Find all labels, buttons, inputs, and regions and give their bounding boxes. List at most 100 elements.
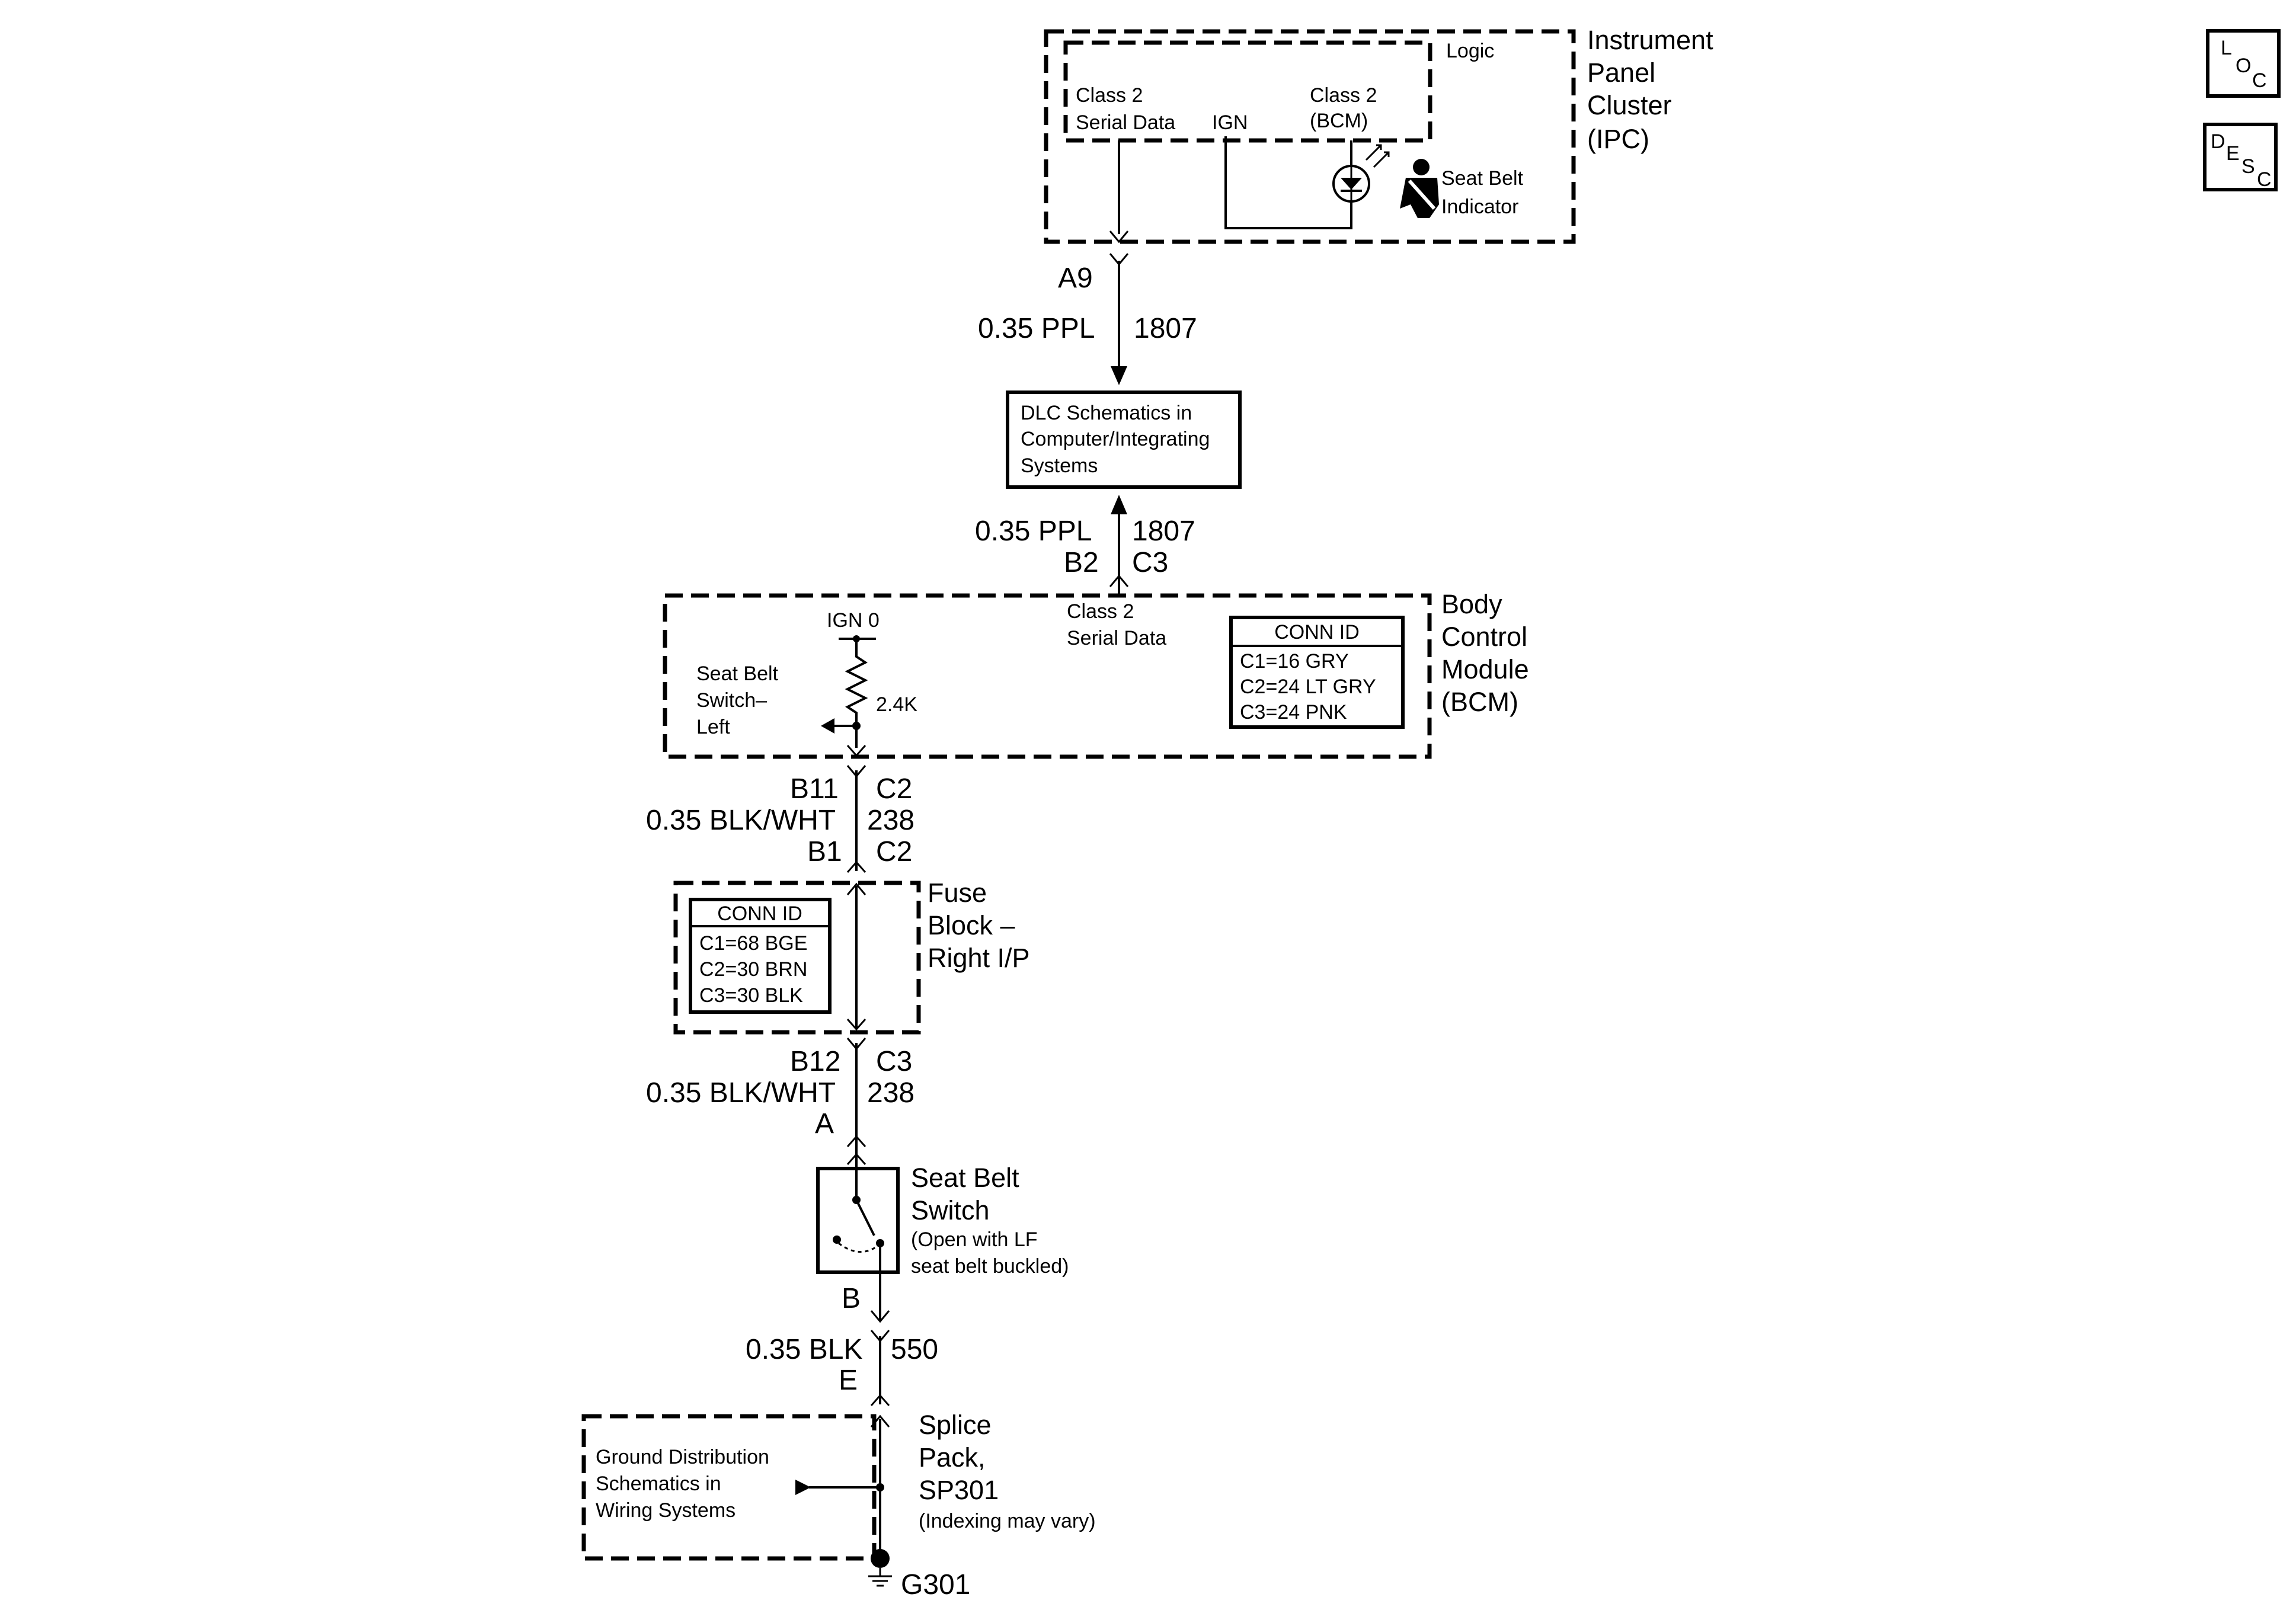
- connector-c3-label: C3: [1132, 547, 1168, 578]
- seat-belt-switch-name-line1: Seat Belt: [911, 1163, 1019, 1193]
- ipc-bcm-label: (BCM): [1310, 110, 1368, 132]
- connector-e-icon: [870, 1394, 890, 1406]
- seat-belt-switch-left-label2: Switch–: [696, 689, 767, 712]
- ign0-label: IGN 0: [827, 609, 880, 632]
- wire-fuse-switch: B12 C3 0.35 BLK/WHT 238 A: [646, 1038, 914, 1170]
- bcm-name-line3: Module: [1441, 654, 1529, 684]
- ipc-name-line3: Cluster: [1587, 90, 1672, 120]
- splice-pack-name-line1: Splice: [919, 1410, 992, 1440]
- ipc-ign-label: IGN: [1212, 111, 1248, 134]
- seat-belt-person-icon: [1400, 159, 1439, 218]
- arrow-left-icon: [821, 718, 834, 734]
- splice-arrow-up-icon: [870, 1414, 890, 1427]
- wire-ipc-dlc: A9 0.35 PPL 1807: [978, 253, 1197, 385]
- ground-node-icon: [871, 1549, 890, 1568]
- resistor-value-label: 2.4K: [876, 693, 917, 716]
- resistor-icon: [845, 639, 868, 748]
- conn-id-title: CONN ID: [1274, 621, 1360, 644]
- desc-letter-e: E: [2226, 142, 2240, 165]
- arrow-down-icon: [1111, 366, 1127, 385]
- splice-pack: Ground Distribution Schematics in Wiring…: [581, 1410, 1096, 1561]
- arrow-right-icon: [795, 1480, 811, 1495]
- fuse-block-name-line2: Block –: [928, 910, 1015, 940]
- ipc-module: Logic Class 2 Serial Data IGN Class 2 (B…: [1044, 25, 1713, 244]
- ipc-logic-label: Logic: [1446, 40, 1494, 62]
- wire-bcm-fuse: B11 C2 0.35 BLK/WHT 238 B1 C2: [646, 765, 914, 873]
- seat-belt-switch-left-label1: Seat Belt: [696, 662, 779, 685]
- loc-letter-c: C: [2252, 69, 2267, 92]
- ground-label: G301: [901, 1569, 970, 1601]
- ipc-arrow-down-icon: [1109, 231, 1129, 244]
- connector-b1-icon: [846, 860, 866, 873]
- seat-belt-indicator-label2: Indicator: [1441, 196, 1518, 218]
- fuse-block-name-line3: Right I/P: [928, 943, 1030, 973]
- pin-a-label: A: [815, 1108, 834, 1140]
- ipc-name-line4: (IPC): [1587, 124, 1649, 154]
- bcm-class2-label: Class 2: [1067, 600, 1134, 623]
- conn-id-row: C1=68 BGE: [699, 932, 807, 955]
- desc-letter-d: D: [2211, 130, 2225, 153]
- splice-pack-note: (Indexing may vary): [919, 1510, 1096, 1532]
- bcm-name-line2: Control: [1441, 622, 1527, 652]
- pin-e-label: E: [839, 1365, 858, 1396]
- bcm-name-line1: Body: [1441, 589, 1502, 619]
- ipc-name-line2: Panel: [1587, 57, 1655, 88]
- switch-arrow-up-icon: [846, 1153, 866, 1165]
- bcm-name-line4: (BCM): [1441, 687, 1518, 717]
- ground-ref-label2: Schematics in: [596, 1473, 721, 1495]
- arrow-up-icon: [1111, 495, 1127, 514]
- switch-contact-icon: [855, 1199, 875, 1236]
- fuse-conn-id-table: CONN ID C1=68 BGE C2=30 BRN C3=30 BLK: [689, 898, 832, 1014]
- seat-belt-switch-note-line1: (Open with LF: [911, 1228, 1038, 1251]
- led-icon: [1332, 144, 1390, 203]
- fuse-arrow-up-icon: [846, 882, 866, 895]
- ipc-class2-bcm-label: Class 2: [1310, 84, 1377, 107]
- connector-c3-label: C3: [876, 1046, 912, 1077]
- seat-belt-indicator-label1: Seat Belt: [1441, 167, 1524, 190]
- wire-gauge-label: 0.35 BLK/WHT: [646, 805, 836, 836]
- dlc-reference-box[interactable]: DLC Schematics in Computer/Integrating S…: [1006, 391, 1242, 489]
- desc-button[interactable]: D E S C: [2203, 123, 2278, 191]
- ipc-name-line1: Instrument: [1587, 25, 1713, 55]
- splice-pack-name-line3: SP301: [919, 1475, 999, 1505]
- circuit-number-label: 550: [891, 1334, 938, 1365]
- connector-c2-label: C2: [876, 773, 912, 805]
- bcm-module: Class 2 Serial Data Body Control Module …: [663, 589, 1529, 759]
- bcm-arrow-down-icon: [846, 745, 866, 757]
- conn-id-row: C2=24 LT GRY: [1240, 676, 1376, 698]
- connector-b2-icon: [1109, 574, 1129, 587]
- loc-letter-l: L: [2221, 37, 2232, 59]
- pin-b1-label: B1: [807, 836, 842, 868]
- conn-id-row: C1=16 GRY: [1240, 650, 1349, 673]
- bcm-conn-id-table: CONN ID C1=16 GRY C2=24 LT GRY C3=24 PNK: [1229, 616, 1405, 729]
- pin-a9-label: A9: [1058, 263, 1093, 294]
- loc-button[interactable]: L O C: [2206, 29, 2281, 98]
- fuse-block: Fuse Block – Right I/P CONN ID C1=68 BGE…: [673, 878, 1030, 1035]
- conn-id-row: C3=24 PNK: [1240, 701, 1347, 724]
- pin-b2-label: B2: [1064, 547, 1099, 578]
- conn-id-title: CONN ID: [717, 902, 802, 925]
- ground-ref-label1: Ground Distribution: [596, 1446, 769, 1468]
- desc-letter-s: S: [2241, 155, 2255, 178]
- wire-switch-splice: 0.35 BLK 550 E: [746, 1330, 938, 1406]
- desc-letter-c2: C: [2257, 168, 2272, 191]
- dlc-text-line3: Systems: [1021, 454, 1098, 477]
- ipc-serial-data-label: Serial Data: [1076, 111, 1175, 134]
- dlc-text-line2: Computer/Integrating: [1021, 428, 1210, 450]
- pin-b12-label: B12: [790, 1046, 840, 1077]
- seat-belt-switch-left-label3: Left: [696, 716, 730, 738]
- dlc-text-line1: DLC Schematics in: [1021, 402, 1192, 424]
- conn-id-row: C2=30 BRN: [699, 958, 807, 981]
- fuse-arrow-down-icon: [846, 1019, 866, 1031]
- ipc-class2-label: Class 2: [1076, 84, 1143, 107]
- connector-a-icon: [846, 1135, 866, 1147]
- seat-belt-switch-note-line2: seat belt buckled): [911, 1255, 1069, 1278]
- wire-gauge-label: 0.35 BLK: [746, 1334, 862, 1365]
- ground-g301: G301: [868, 1549, 970, 1601]
- conn-id-row: C3=30 BLK: [699, 984, 803, 1007]
- ground-ref-label3: Wiring Systems: [596, 1499, 736, 1522]
- seat-belt-switch-name-line2: Switch: [911, 1195, 990, 1225]
- wire-gauge-label: 0.35 PPL: [975, 516, 1092, 547]
- wire-dlc-bcm: 0.35 PPL 1807 B2 C3: [975, 495, 1195, 596]
